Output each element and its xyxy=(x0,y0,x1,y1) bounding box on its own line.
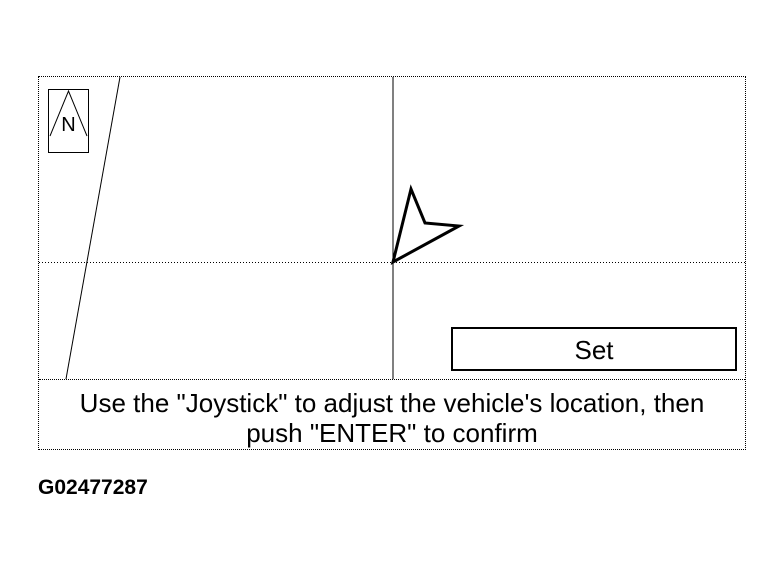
map-view[interactable]: N Set xyxy=(39,77,745,379)
map-road xyxy=(65,77,121,379)
instruction-message: Use the "Joystick" to adjust the vehicle… xyxy=(39,379,745,449)
instruction-line-1: Use the "Joystick" to adjust the vehicle… xyxy=(79,388,705,418)
navigation-screen: N Set Use the "Joystick" to adjust the v… xyxy=(38,76,746,450)
compass-north-label: N xyxy=(61,114,76,136)
instruction-line-2: push "ENTER" to confirm xyxy=(246,418,538,448)
north-compass-icon: N xyxy=(48,89,89,153)
set-button[interactable]: Set xyxy=(451,327,737,371)
vehicle-position-arrow-icon xyxy=(390,184,465,265)
figure-id: G02477287 xyxy=(38,476,148,499)
map-canvas xyxy=(39,77,745,379)
